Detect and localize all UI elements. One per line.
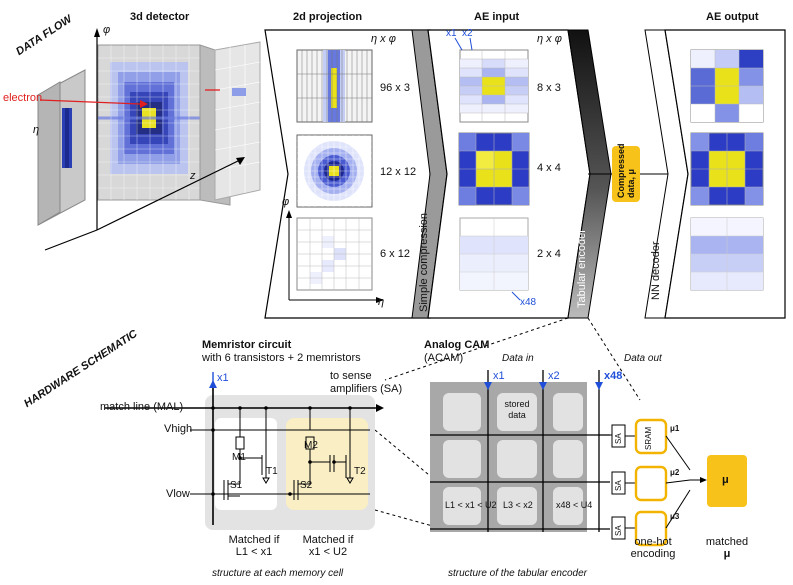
matched1-line-b: L1 < x1 [235,546,273,558]
memristor-x1: x1 [217,372,229,384]
projection-title: 2d projection [293,11,363,23]
projection-phi-axis: φ [282,196,290,208]
acam-caption: structure of the tabular encoder [448,568,587,579]
projection-grid-6x12 [286,210,384,303]
simple-compression-label: Simple compression [418,212,430,312]
detector-eta-label: η [33,124,40,136]
ae-output-grid-1 [690,49,764,123]
ae-input-grid-4x4 [458,132,530,206]
compressed-line2: data, μ [626,168,636,198]
vhigh-label: Vhigh [164,423,193,435]
ae-input-size-2: 2 x 4 [537,248,561,260]
sram-label: SRAM [644,426,653,450]
sa-label-1: SA [614,433,623,444]
acam-cond-3: x48 < U4 [556,500,593,510]
detector-phi-label: φ [103,24,111,36]
memristor-title: Memristor circuit [202,339,292,351]
memristor-circuit [105,372,384,530]
detector-3d [37,28,261,251]
ae-input-size-0: 8 x 3 [537,82,561,94]
nn-decoder-label: NN decoder [650,241,662,300]
ae-input-x2: x2 [462,28,473,39]
matched-mu-box-label: μ [722,474,729,486]
s1-label: S1 [230,480,243,491]
ae-input-header: η x φ [537,33,562,45]
ae-input-grid-2x4 [459,217,529,291]
ae-output-grid-3 [690,217,764,291]
match-line-label: match line (MAL) [100,401,184,413]
m2-label: M2 [304,440,318,451]
projection-size-0: 96 x 3 [380,82,410,94]
acam-cond-1: L1 < x1 < U2 [445,500,497,510]
ae-output-title: AE output [706,11,759,23]
m1-label: M1 [232,452,246,463]
acam-input-x2: x2 [548,370,560,382]
sa-label-3: SA [614,525,623,536]
one-hot-line-a: one-hot [634,536,672,548]
acam-subtitle: (ACAM) [424,352,464,364]
ae-input-size-1: 4 x 4 [537,162,561,174]
s2-label: S2 [300,480,313,491]
acam-array [430,370,747,547]
projection-size-1: 12 x 12 [380,166,417,178]
matched-if-2: Matched if x1 < U2 [298,534,358,558]
compressed-data-box [612,146,640,202]
projection-grid-96x3 [296,49,373,123]
electron-label: electron [3,92,43,104]
matched-mu-label: matched μ [702,536,752,560]
t2-label: T2 [354,466,366,477]
detector-title: 3d detector [130,11,190,23]
ae-output-grid-2 [690,132,764,206]
matched-line-a: matched [705,536,749,548]
vlow-label: Vlow [166,488,190,500]
matched2-line-b: x1 < U2 [308,546,348,558]
acam-input-x48: x48 [604,370,623,382]
matched-line-b: μ [723,548,731,560]
stored-data-label: stored data [504,399,530,420]
acam-input-x1: x1 [493,370,505,382]
mu3-label: μ3 [670,512,680,521]
ae-input-title: AE input [474,11,520,23]
matched2-line-a: Matched if [302,534,354,546]
data-in-label: Data in [502,353,534,364]
ae-input-grid-8x3 [459,49,529,123]
ae-input-x48: x48 [520,297,537,308]
memristor-caption: structure at each memory cell [212,568,344,579]
detector-z-label: z [190,170,196,182]
sense-amplifier-label: to sense amplifiers (SA) [330,370,403,395]
acam-title: Analog CAM [424,339,490,351]
projection-eta-axis: η [378,296,385,308]
acam-cond-2: L3 < x2 [503,500,533,510]
ae-input-x1: x1 [446,28,457,39]
projection-grid-12x12 [296,134,373,208]
sa-label-2: SA [614,480,623,491]
projection-header: η x φ [371,33,396,45]
t1-label: T1 [266,466,278,477]
projection-size-2: 6 x 12 [380,248,410,260]
mu2-label: μ2 [670,468,680,477]
mu1-label: μ1 [670,424,680,433]
one-hot-label: one-hot encoding [628,536,678,560]
matched-if-1: Matched if L1 < x1 [224,534,284,558]
compressed-line1: Compressed [616,143,626,198]
memristor-subtitle: with 6 transistors + 2 memristors [202,352,361,364]
compressed-data-label: Compressed data, μ [616,143,636,198]
tabular-encoder-label: Tabular encoder [576,229,588,308]
data-out-label: Data out [624,353,662,364]
one-hot-line-b: encoding [630,548,676,560]
matched1-line-a: Matched if [228,534,280,546]
